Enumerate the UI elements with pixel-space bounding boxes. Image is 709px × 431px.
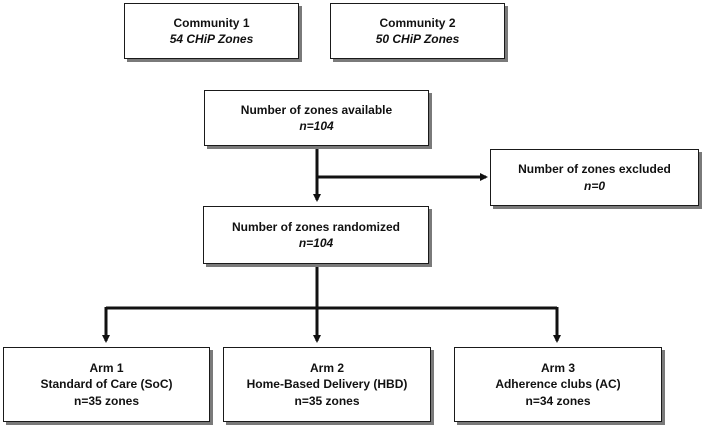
arm-2-count: n=35 zones (294, 393, 360, 408)
community-1-box: Community 1 54 CHiP Zones (124, 3, 299, 59)
community-2-box: Community 2 50 CHiP Zones (330, 3, 505, 59)
zones-excluded-title: Number of zones excluded (518, 162, 671, 177)
community-2-title: Community 2 (379, 15, 456, 30)
zones-randomized-title: Number of zones randomized (231, 219, 401, 234)
arm-2-name: Arm 2 (309, 361, 344, 376)
arm-3-count: n=34 zones (525, 393, 591, 408)
zones-randomized-count: n=104 (298, 236, 334, 250)
arm-2-description: Home-Based Delivery (HBD) (246, 377, 408, 392)
community-2-zones: 50 CHiP Zones (375, 32, 460, 46)
arm-2-box: Arm 2 Home-Based Delivery (HBD) n=35 zon… (223, 347, 431, 422)
arm-1-count: n=35 zones (73, 393, 140, 408)
zones-available-title: Number of zones available (240, 102, 393, 117)
arm-1-description: Standard of Care (SoC) (40, 377, 173, 392)
arm-3-box: Arm 3 Adherence clubs (AC) n=34 zones (454, 347, 662, 422)
community-1-title: Community 1 (173, 15, 250, 30)
arm-3-description: Adherence clubs (AC) (495, 377, 621, 392)
arm-1-box: Arm 1 Standard of Care (SoC) n=35 zones (3, 347, 210, 422)
zones-available-box: Number of zones available n=104 (204, 90, 429, 146)
arm-1-name: Arm 1 (89, 361, 124, 376)
arm-3-name: Arm 3 (540, 361, 575, 376)
zones-available-count: n=104 (299, 119, 334, 133)
zones-excluded-count: n=0 (583, 178, 605, 193)
zones-randomized-box: Number of zones randomized n=104 (203, 206, 429, 264)
zones-excluded-box: Number of zones excluded n=0 (490, 149, 699, 206)
community-1-zones: 54 CHiP Zones (169, 32, 254, 46)
